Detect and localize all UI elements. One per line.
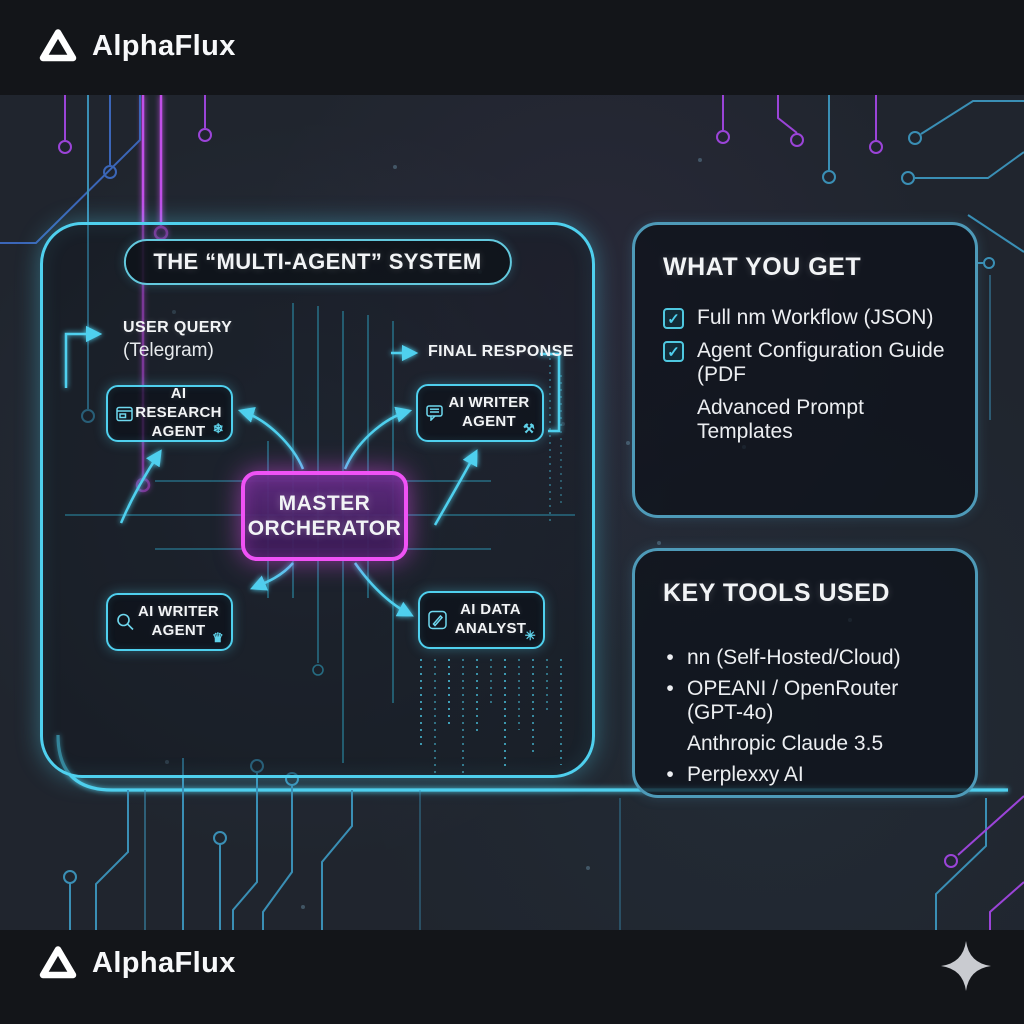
what-you-get-list: ✓ Full nm Workflow (JSON) ✓ Agent Config…: [663, 306, 947, 444]
master-orchestrator-box: MASTER ORCHERATOR: [241, 471, 408, 561]
list-item: ✓ Agent Configuration Guide (PDF: [663, 339, 947, 387]
chat-bubble-icon: [426, 405, 444, 421]
agent-label-line1: AI WRITER: [448, 394, 530, 412]
final-response-label: FINAL RESPONSE: [428, 343, 574, 360]
what-you-get-panel: WHAT YOU GET ✓ Full nm Workflow (JSON) ✓…: [632, 222, 978, 518]
list-item-text: Advanced Prompt Templates: [697, 396, 864, 443]
agent-box-writer-bottom: AI WRITER AGENT ♛: [106, 593, 233, 651]
asterisk-icon: ✳: [524, 627, 536, 643]
agent-box-research: AI RESEARCH AGENT ❄: [106, 385, 233, 442]
header-band: [0, 0, 1024, 95]
brand-name: AlphaFlux: [92, 29, 236, 62]
list-item: Anthropic Claude 3.5: [663, 732, 947, 756]
browser-card-icon: [116, 406, 133, 421]
list-item: • nn (Self-Hosted/Cloud): [663, 646, 947, 670]
check-icon: ✓: [663, 308, 684, 329]
agent-label-line2: ANALYST: [454, 620, 527, 637]
bullet-icon: •: [666, 763, 674, 786]
agent-label-line1: AI DATA: [460, 601, 521, 619]
list-item-text: Agent Configuration Guide (PDF: [697, 339, 945, 386]
user-query-label: USER QUERY: [123, 319, 233, 336]
agent-box-writer-top: AI WRITER AGENT ⚒: [416, 384, 544, 442]
list-item: • Perplexxy AI: [663, 763, 947, 787]
sparkle-icon: [938, 938, 994, 999]
user-query-sub: (Telegram): [123, 340, 214, 361]
list-item-text: Anthropic Claude 3.5: [687, 732, 884, 755]
footer-band: [0, 930, 1024, 1024]
snowflake-icon: ❄: [212, 420, 224, 436]
agent-label-line1: AI WRITER: [137, 603, 220, 621]
check-icon: ✓: [663, 341, 684, 362]
list-item: Advanced Prompt Templates: [663, 396, 947, 444]
list-item: • OPEANI / OpenRouter (GPT-4o): [663, 677, 947, 725]
list-item: ✓ Full nm Workflow (JSON): [663, 306, 947, 330]
tools-icon: ⚒: [523, 420, 535, 436]
master-label-line2: ORCHERATOR: [247, 517, 402, 540]
agent-label-line1: AI RESEARCH: [135, 385, 222, 422]
trophy-icon: ♛: [212, 629, 224, 645]
agent-label-line2: AGENT: [462, 413, 516, 430]
multi-agent-diagram-panel: THE “MULTI-AGENT” SYSTEM USER QUERY (Tel…: [40, 222, 595, 778]
list-item-text: nn (Self-Hosted/Cloud): [687, 646, 901, 669]
key-tools-title: KEY TOOLS USED: [663, 579, 890, 607]
agent-box-data-analyst: AI DATA ANALYST ✳: [418, 591, 545, 649]
what-you-get-title: WHAT YOU GET: [663, 253, 862, 281]
bullet-icon: •: [666, 677, 674, 700]
bullet-icon: •: [666, 646, 674, 669]
list-item-text: Full nm Workflow (JSON): [697, 306, 934, 329]
agent-label-line2: AGENT: [151, 422, 206, 440]
key-tools-panel: KEY TOOLS USED • nn (Self-Hosted/Cloud) …: [632, 548, 978, 798]
brand-name: AlphaFlux: [92, 946, 236, 979]
list-item-text: OPEANI / OpenRouter (GPT-4o): [687, 677, 899, 724]
alphaflux-logo-icon: [39, 29, 77, 62]
alphaflux-logo-icon: [39, 946, 77, 979]
brand-header: AlphaFlux: [38, 27, 236, 65]
pencil-icon: [428, 610, 447, 630]
agent-label-line2: AGENT: [151, 622, 206, 639]
magnifier-icon: [116, 613, 135, 632]
brand-footer: AlphaFlux: [38, 944, 236, 982]
key-tools-list: • nn (Self-Hosted/Cloud) • OPEANI / Open…: [663, 646, 947, 787]
diagram-title: THE “MULTI-AGENT” SYSTEM: [123, 239, 512, 285]
list-item-text: Perplexxy AI: [687, 763, 804, 786]
master-label-line1: MASTER: [278, 491, 371, 515]
